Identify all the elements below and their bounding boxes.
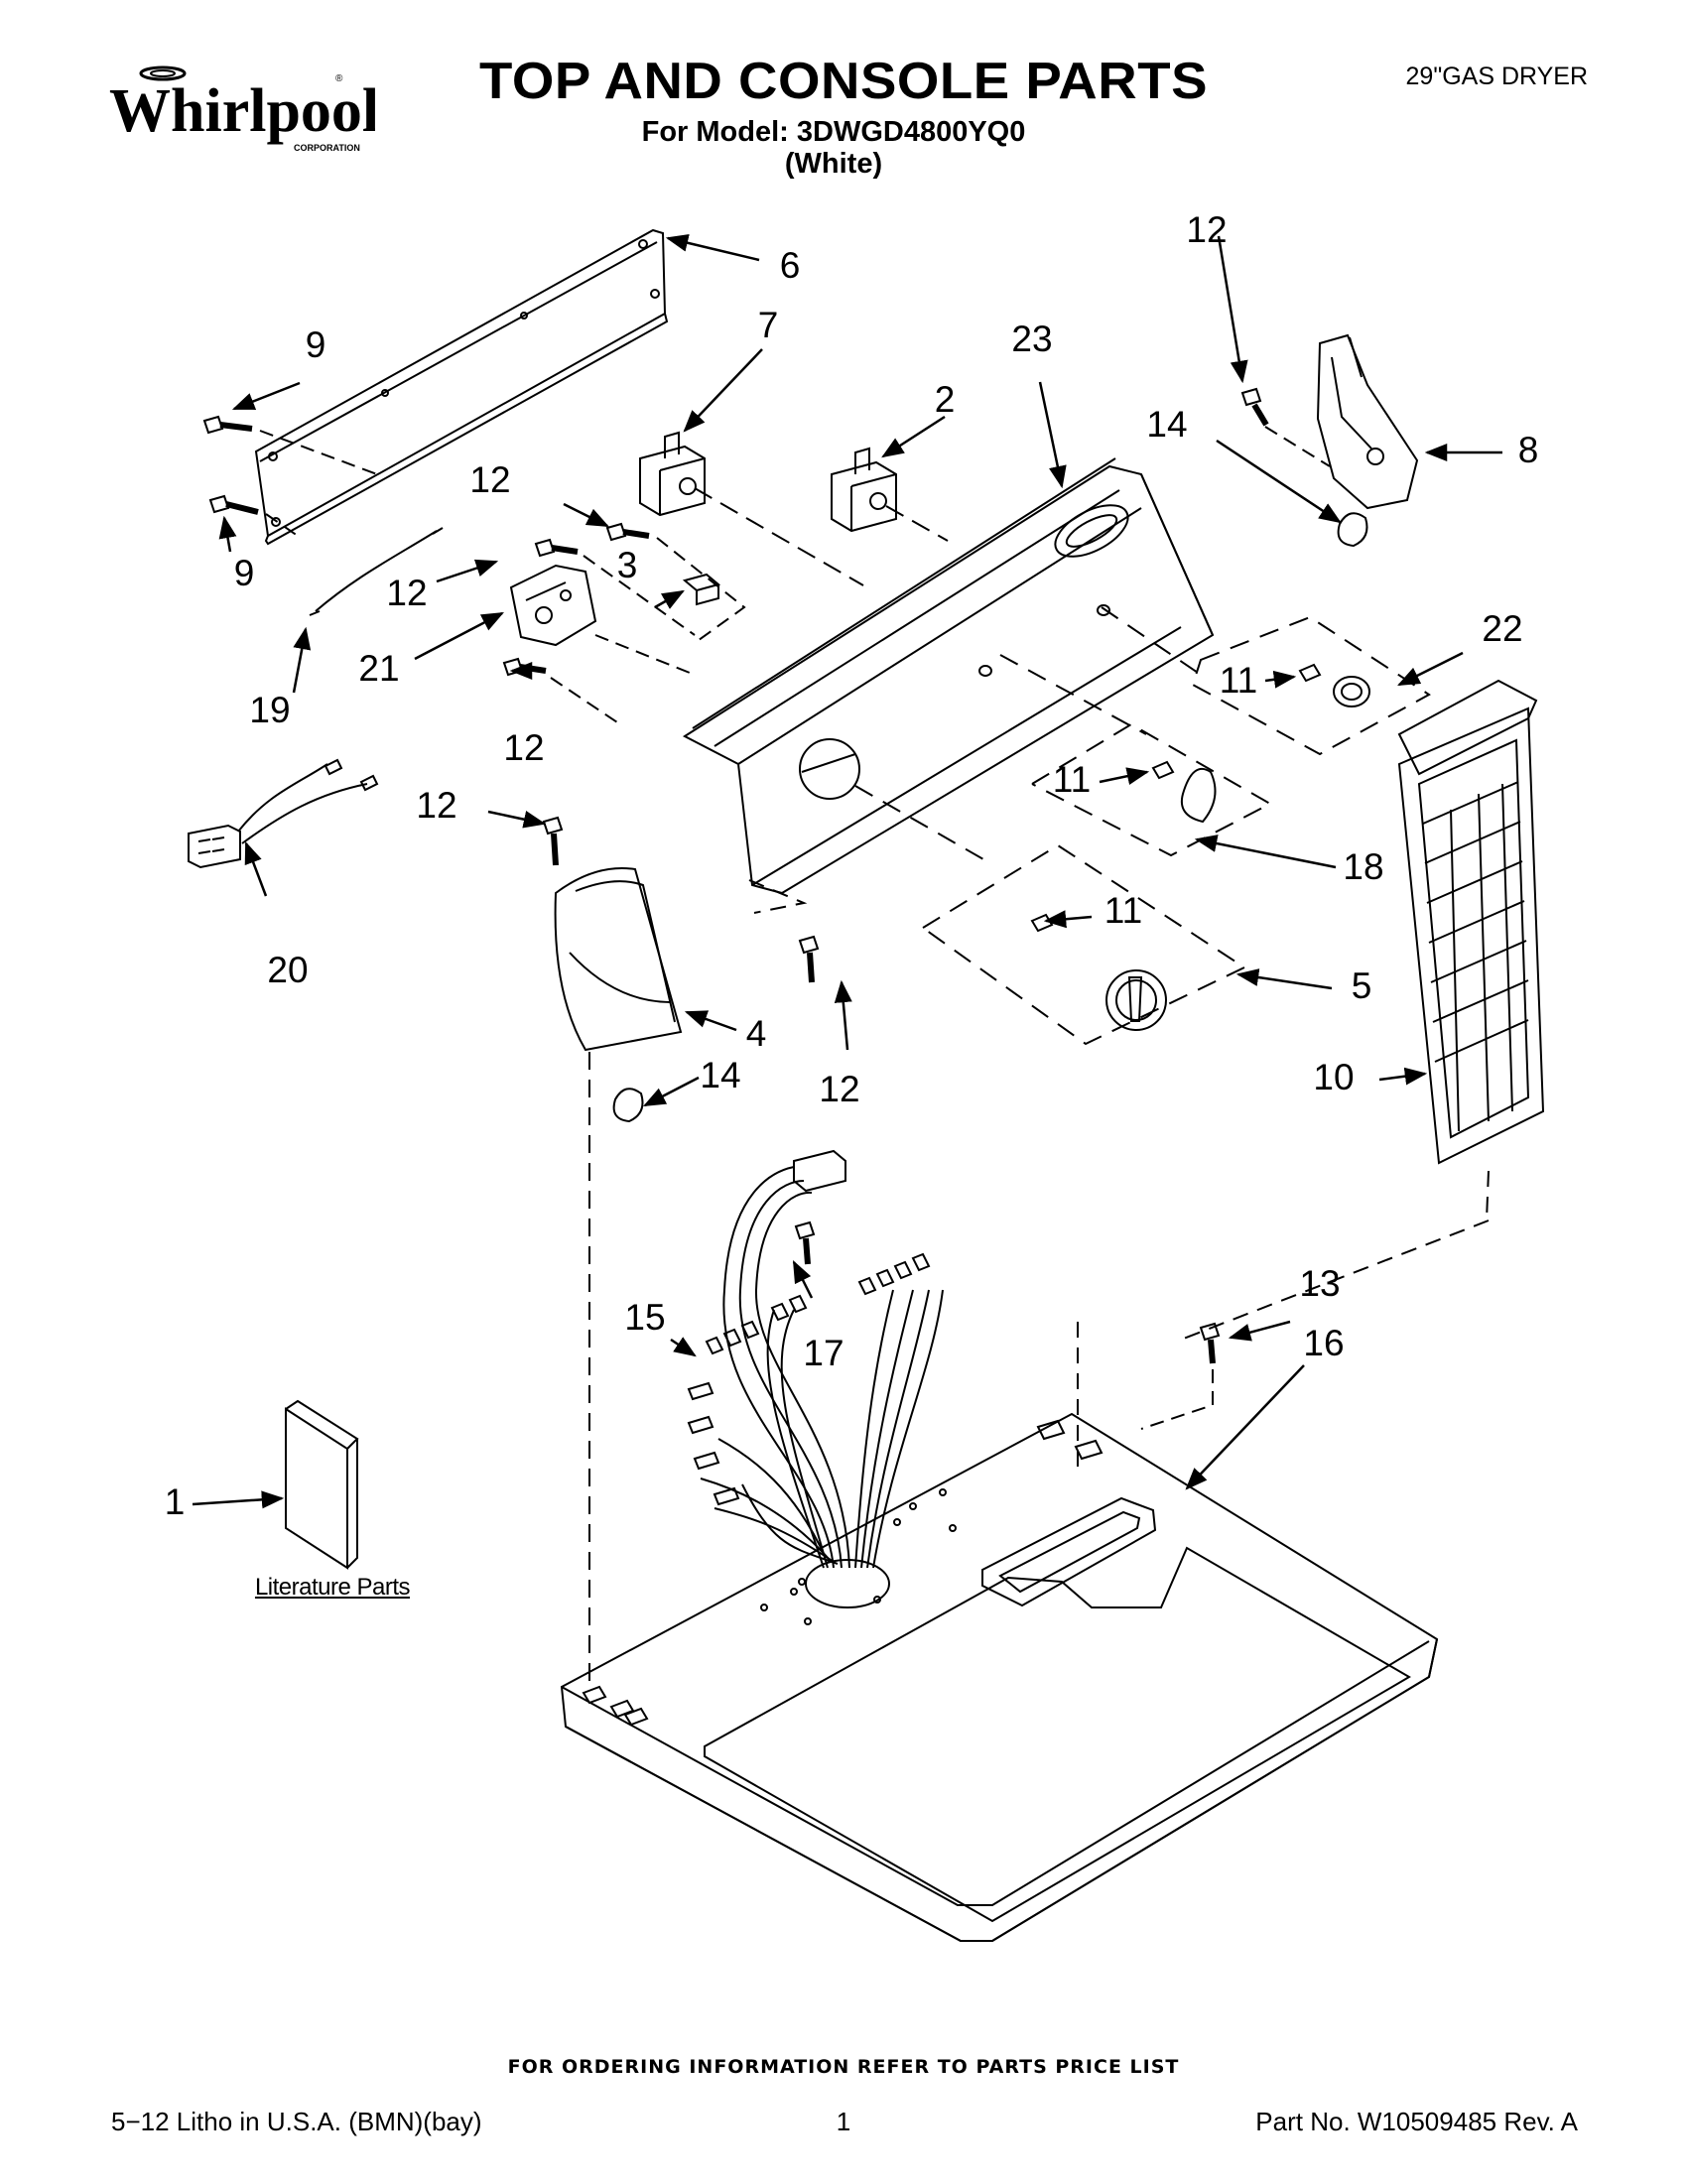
svg-text:®: ® (335, 73, 343, 84)
wire-19 (309, 527, 444, 616)
callout-11-bottom: 11 (1104, 890, 1142, 931)
page-title: TOP AND CONSOLE PARTS (478, 53, 1209, 110)
callout-16: 16 (1303, 1323, 1344, 1363)
knob-outline-22 (1191, 615, 1431, 756)
screw-13 (1208, 1339, 1216, 1364)
ordering-note: FOR ORDERING INFORMATION REFER TO PARTS … (507, 2056, 1180, 2078)
screw-9-lower (208, 494, 259, 515)
callout-19: 19 (249, 690, 290, 730)
part-3 (682, 573, 721, 606)
brand-wordmark: Whirlpool (109, 77, 375, 145)
callout-12-bracket: 12 (416, 785, 456, 826)
callout-10: 10 (1313, 1057, 1354, 1097)
callout-17: 17 (803, 1333, 844, 1373)
model-number: For Model: 3DWGD4800YQ0 (641, 116, 1026, 148)
callout-20: 20 (267, 950, 308, 990)
clip-14-right (1337, 512, 1368, 548)
callout-12-timer-top: 12 (469, 459, 510, 500)
litho-info: 5−12 Litho in U.S.A. (BMN)(bay) (111, 2107, 482, 2136)
model-color: (White) (784, 148, 883, 180)
callout-8: 8 (1518, 430, 1539, 470)
harness-20 (188, 758, 379, 869)
literature-parts-label: Literature Parts (254, 1574, 411, 1601)
callout-22: 22 (1482, 608, 1522, 649)
knob-5 (1030, 913, 1167, 1031)
callout-9-top: 9 (306, 324, 326, 365)
brand-subline: CORPORATION (294, 143, 360, 153)
console-rear-bracket (254, 228, 669, 546)
literature-booklet (285, 1399, 359, 1570)
clip-14-left (612, 1088, 644, 1123)
knob-outline-5 (922, 843, 1247, 1046)
top-panel-16 (560, 1412, 1439, 1942)
bracket-4 (554, 867, 683, 1052)
screw-17 (803, 1237, 811, 1265)
callout-5: 5 (1352, 965, 1372, 1006)
callout-15: 15 (624, 1297, 665, 1338)
callout-9-bottom: 9 (234, 553, 255, 593)
knob-18 (1151, 760, 1217, 824)
callout-14-hinge: 14 (1146, 404, 1187, 445)
callout-4: 4 (746, 1013, 767, 1054)
lint-screen-10 (1397, 679, 1545, 1165)
knob-outline-18 (1031, 722, 1273, 857)
callout-13: 13 (1299, 1263, 1340, 1304)
knob-22 (1298, 663, 1370, 707)
callout-3: 3 (617, 545, 638, 585)
callout-12-timer-bottom: 12 (503, 727, 544, 768)
timer-21 (509, 564, 597, 647)
callout-12-hinge: 12 (1186, 209, 1227, 250)
product-type: 29"GAS DRYER (1405, 63, 1588, 90)
callout-12-timer-left: 12 (386, 573, 427, 613)
callout-23: 23 (1011, 319, 1052, 359)
callout-12-center: 12 (819, 1069, 859, 1109)
hinge-8 (1316, 333, 1419, 510)
callout-14-clip: 14 (700, 1055, 740, 1095)
callout-11-middle: 11 (1053, 759, 1091, 800)
page-number: 1 (836, 2107, 851, 2136)
switch-7 (639, 431, 706, 517)
callout-2: 2 (935, 379, 956, 420)
console-panel (682, 457, 1215, 895)
callout-1: 1 (165, 1481, 186, 1522)
screw-9-upper (202, 415, 253, 435)
callout-21: 21 (358, 648, 399, 689)
part-number: Part No. W10509485 Rev. A (1255, 2107, 1578, 2136)
callout-6: 6 (780, 245, 801, 286)
callout-11-top: 11 (1220, 660, 1257, 701)
whirlpool-logo: Whirlpool CORPORATION ® (109, 65, 375, 153)
switch-2 (831, 447, 897, 533)
main-harness-15 (687, 1149, 944, 1569)
callout-7: 7 (758, 305, 779, 345)
callout-18: 18 (1343, 846, 1383, 887)
